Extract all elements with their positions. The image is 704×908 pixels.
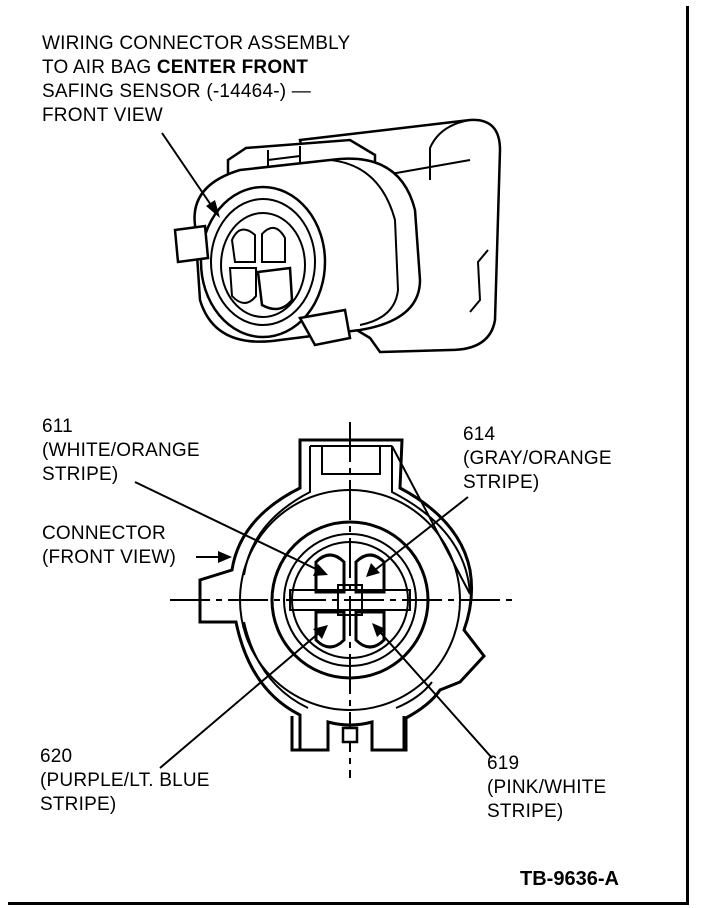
pin-614-color: (GRAY/ORANGE <box>463 448 612 469</box>
pin-611-leader <box>134 481 319 571</box>
pin-619-circuit: 619 <box>487 753 520 774</box>
pin-620-leader <box>159 631 321 769</box>
connector-label: CONNECTOR (FRONT VIEW) <box>42 522 176 570</box>
figure-id: TB-9636-A <box>520 868 619 890</box>
title-line-2b: CENTER FRONT <box>156 57 309 78</box>
title-line-1: WIRING CONNECTOR ASSEMBLY <box>42 33 351 54</box>
pin-620-color: (PURPLE/LT. BLUE <box>40 770 210 791</box>
pin-614-stripe: STRIPE) <box>463 472 540 493</box>
connector-perspective-drawing <box>161 118 502 354</box>
connector-front-view <box>170 422 512 778</box>
pin-619-arrowhead <box>372 623 386 637</box>
connector-label-line-1: CONNECTOR <box>42 523 166 544</box>
pin-614-arrowhead <box>366 563 380 577</box>
pin-614-leader <box>374 496 469 571</box>
pin-611-stripe: STRIPE) <box>42 464 119 485</box>
pin-614-label: 614 (GRAY/ORANGE STRIPE) <box>463 423 612 495</box>
pin-614-circuit: 614 <box>463 424 496 445</box>
pin-619-color: (PINK/WHITE <box>487 777 607 798</box>
title-line-3: SAFING SENSOR (-14464-) — <box>42 81 311 102</box>
pin-611-arrowhead <box>313 564 328 576</box>
figure-frame <box>8 6 689 905</box>
pin-620-stripe: STRIPE) <box>40 794 117 815</box>
pin-619-label: 619 (PINK/WHITE STRIPE) <box>487 752 606 824</box>
pin-611-color: (WHITE/ORANGE <box>42 440 200 461</box>
leader-arrows <box>134 481 493 769</box>
pin-619-leader <box>379 631 493 759</box>
title-line-2: TO AIR BAG CENTER FRONT <box>42 56 350 80</box>
title-line-2a: TO AIR BAG <box>42 57 157 78</box>
connector-label-line-2: (FRONT VIEW) <box>42 547 176 568</box>
pin-611-circuit: 611 <box>42 416 73 437</box>
title-line-4: FRONT VIEW <box>42 105 163 126</box>
connector-arrowhead <box>218 551 232 563</box>
title-label: WIRING CONNECTOR ASSEMBLY TO AIR BAG CEN… <box>42 32 350 128</box>
pin-620-circuit: 620 <box>40 746 73 767</box>
pin-620-label: 620 (PURPLE/LT. BLUE STRIPE) <box>40 745 210 817</box>
pin-619-stripe: STRIPE) <box>487 801 564 822</box>
pin-620-arrowhead <box>313 625 328 639</box>
pin-611-label: 611 (WHITE/ORANGE STRIPE) <box>42 415 200 487</box>
